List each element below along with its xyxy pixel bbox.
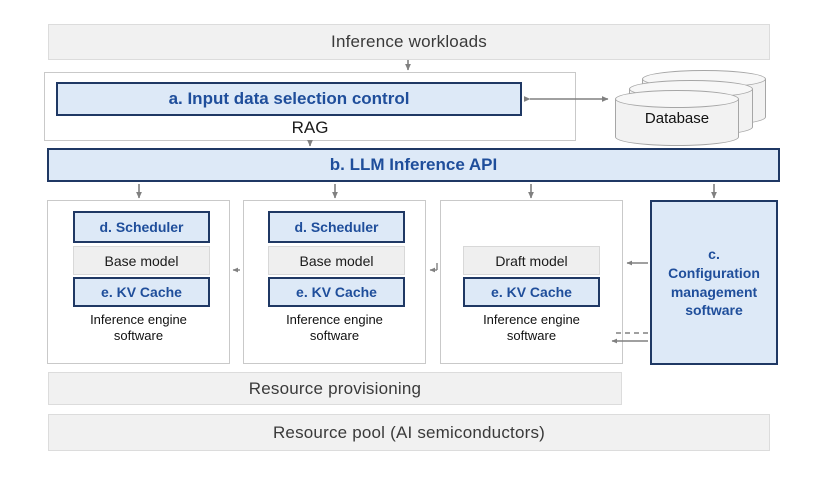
kv-cache-label: e. KV Cache: [101, 284, 182, 300]
scheduler-label: d. Scheduler: [294, 219, 379, 235]
scheduler-box-1[interactable]: d. Scheduler: [73, 211, 210, 243]
scheduler-label: d. Scheduler: [99, 219, 184, 235]
input-data-selection-control-box[interactable]: a. Input data selection control: [56, 82, 522, 116]
rag-label: RAG: [291, 118, 329, 137]
resource-pool-bar: Resource pool (AI semiconductors): [48, 414, 770, 451]
config-line-3: management: [670, 283, 758, 300]
engine-caption-3: Inference engine software: [483, 312, 580, 344]
base-model-label: Base model: [104, 252, 179, 269]
base-model-label: Base model: [299, 252, 374, 269]
kv-cache-box-1[interactable]: e. KV Cache: [73, 277, 210, 307]
kv-cache-box-2[interactable]: e. KV Cache: [268, 277, 405, 307]
llm-inference-api-bar[interactable]: b. LLM Inference API: [47, 148, 780, 182]
config-line-4: software: [685, 302, 743, 319]
kv-cache-box-3[interactable]: e. KV Cache: [463, 277, 600, 307]
resource-provisioning-label: Resource provisioning: [248, 378, 422, 398]
resource-provisioning-bar: Resource provisioning: [48, 372, 622, 405]
kv-cache-label: e. KV Cache: [491, 284, 572, 300]
scheduler-box-2[interactable]: d. Scheduler: [268, 211, 405, 243]
database-cylinder-front[interactable]: Database: [615, 90, 739, 146]
database-label: Database: [644, 109, 710, 127]
config-line-1: c.: [708, 245, 720, 262]
llm-inference-api-label: b. LLM Inference API: [329, 155, 498, 174]
kv-cache-label: e. KV Cache: [296, 284, 377, 300]
base-model-box-1: Base model: [73, 246, 210, 275]
input-data-selection-control-label: a. Input data selection control: [168, 89, 410, 108]
configuration-management-software-box[interactable]: c. Configuration management software: [650, 200, 778, 365]
engine-caption-1: Inference engine software: [90, 312, 187, 344]
inference-workloads-label: Inference workloads: [331, 32, 487, 51]
base-model-box-2: Base model: [268, 246, 405, 275]
engine-caption-2: Inference engine software: [286, 312, 383, 344]
inference-workloads-bar: Inference workloads: [48, 24, 770, 60]
draft-model-box-3: Draft model: [463, 246, 600, 275]
cylinder-top-ellipse: [615, 90, 739, 108]
resource-pool-label: Resource pool (AI semiconductors): [272, 422, 546, 442]
draft-model-label: Draft model: [495, 252, 568, 269]
config-line-2: Configuration: [668, 264, 760, 281]
